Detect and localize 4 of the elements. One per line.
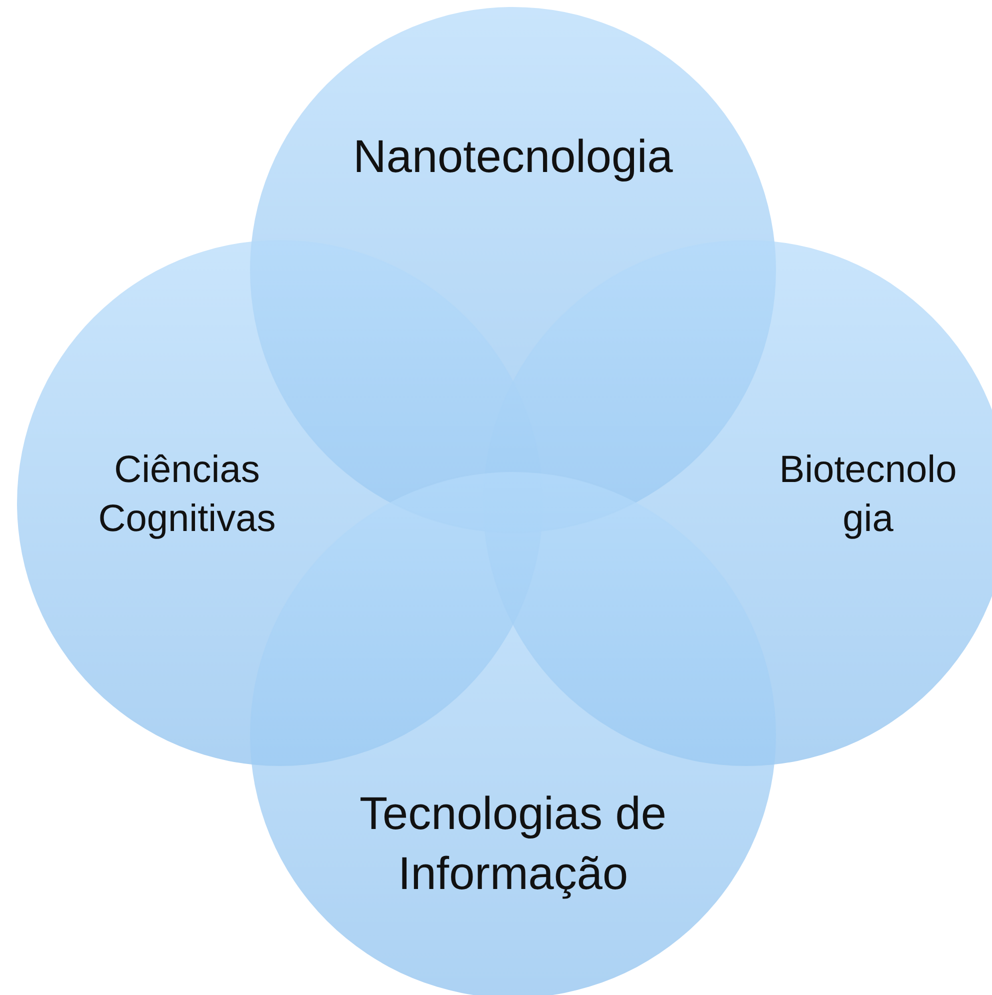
circle-label: Ciências Cognitivas: [97, 448, 277, 542]
circle-label: Nanotecnologia: [352, 129, 674, 184]
circle-label: Biotecnologia: [778, 448, 958, 542]
circle-label: Tecnologias de Informação: [358, 786, 668, 901]
